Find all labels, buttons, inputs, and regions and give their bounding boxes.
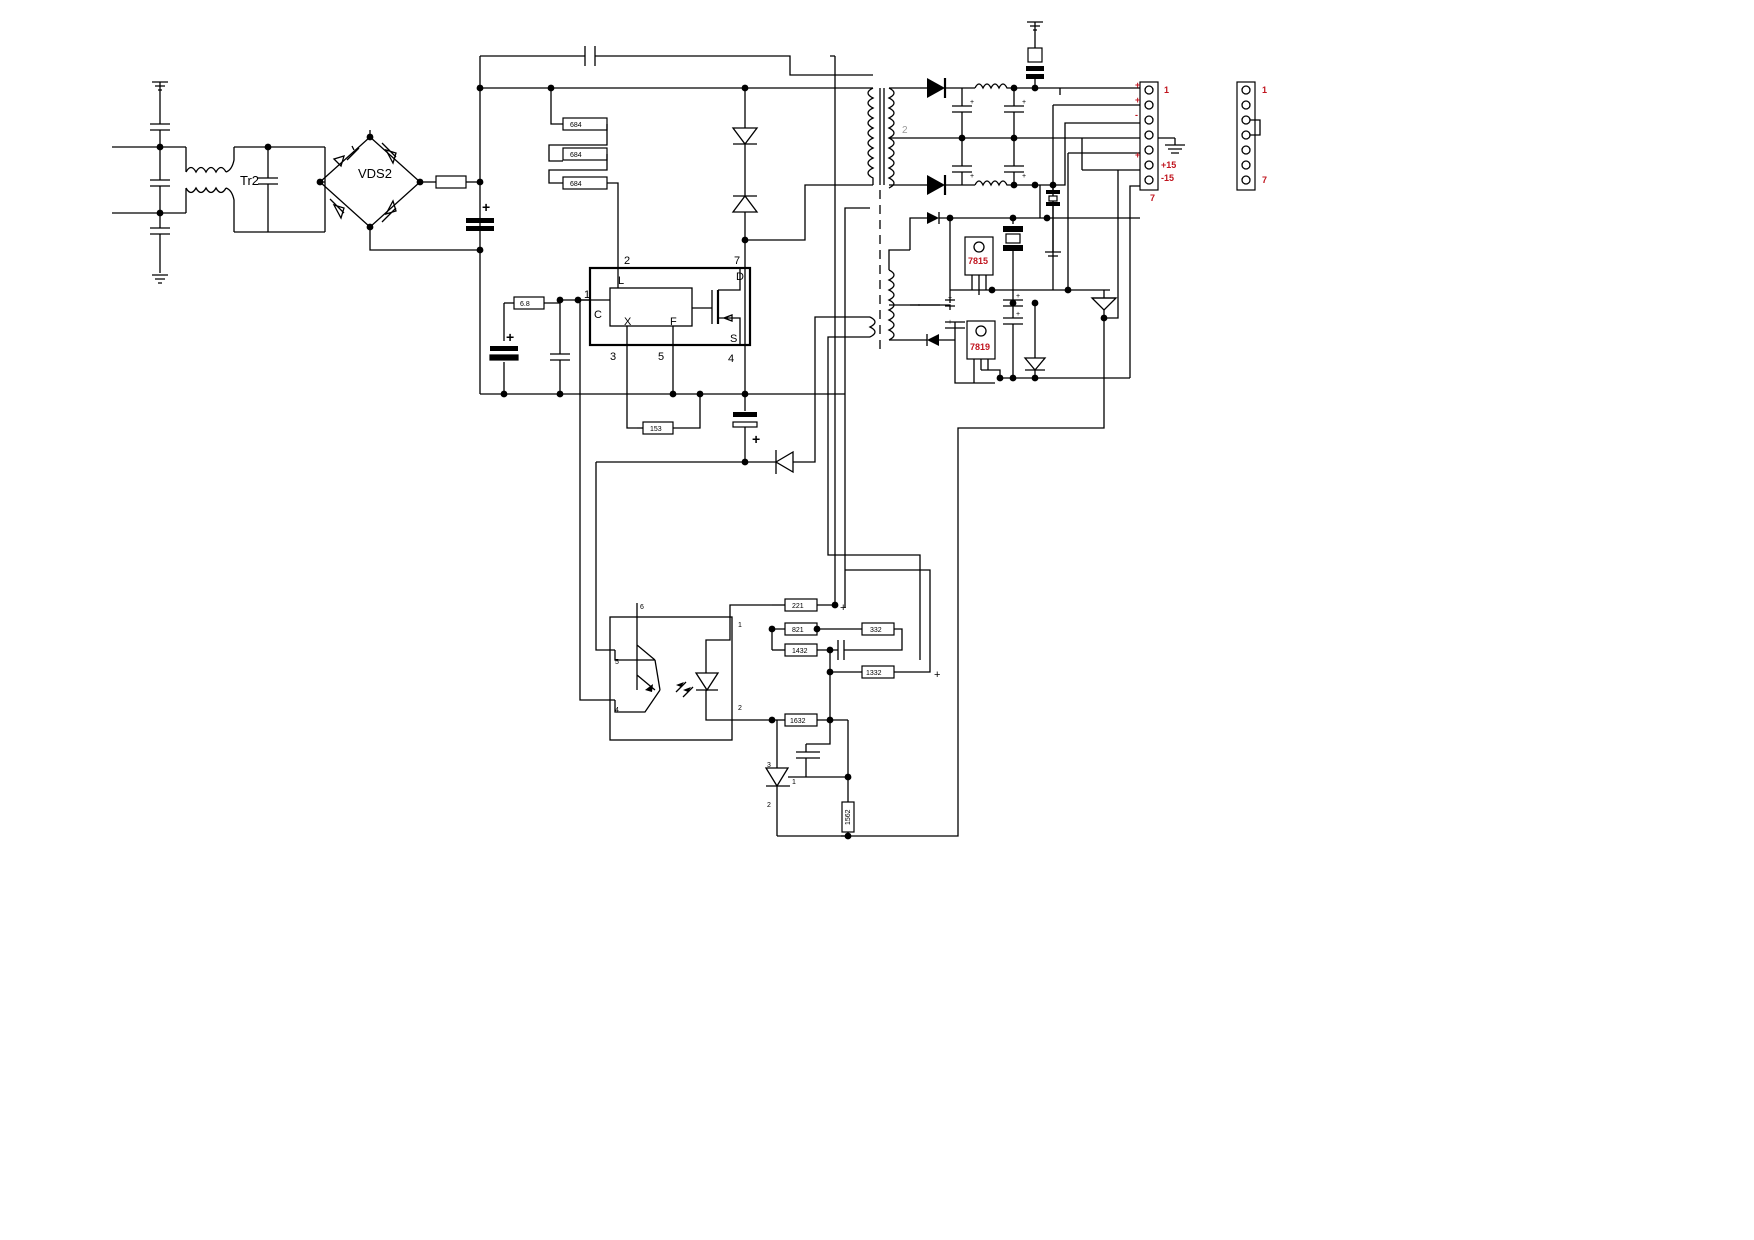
svg-text:332: 332 bbox=[870, 627, 882, 634]
svg-text:+: + bbox=[1135, 95, 1140, 105]
svg-text:3: 3 bbox=[610, 351, 616, 363]
regulator-7815 bbox=[964, 236, 994, 276]
svg-text:1: 1 bbox=[1164, 85, 1169, 95]
optocoupler: 6 5 4 1 2 bbox=[609, 603, 772, 741]
controller-ic: 2 L 1 C X F 7 D S 3 5 4 bbox=[584, 255, 752, 429]
input-filter: Tr2 bbox=[112, 81, 325, 284]
svg-text:2: 2 bbox=[902, 125, 908, 136]
svg-text:1: 1 bbox=[1262, 85, 1267, 95]
svg-text:+: + bbox=[1022, 99, 1026, 106]
svg-text:7819: 7819 bbox=[970, 342, 990, 352]
svg-text:+: + bbox=[1135, 150, 1140, 160]
bridge-rectifier: VDS2 bbox=[316, 130, 480, 251]
svg-text:F: F bbox=[670, 316, 677, 328]
svg-text:1: 1 bbox=[584, 289, 590, 301]
svg-text:1562: 1562 bbox=[845, 809, 852, 825]
svg-text:1: 1 bbox=[792, 779, 796, 786]
svg-text:4: 4 bbox=[615, 707, 619, 714]
regulators: 7815 + + 7819 + + bbox=[841, 88, 1140, 837]
svg-text:2: 2 bbox=[624, 255, 630, 267]
svg-text:5: 5 bbox=[615, 659, 619, 666]
svg-text:4: 4 bbox=[728, 353, 734, 365]
feedback-network: 221 + 821 332 1432 1332 + 1632 bbox=[764, 55, 940, 840]
svg-text:+: + bbox=[752, 431, 760, 447]
ic-package bbox=[588, 266, 752, 347]
aux-connector: 1 7 bbox=[1236, 81, 1267, 191]
svg-text:+: + bbox=[1016, 293, 1020, 300]
svg-text:7: 7 bbox=[734, 255, 740, 267]
svg-text:X: X bbox=[624, 316, 632, 328]
svg-text:+: + bbox=[948, 319, 952, 326]
svg-text:684: 684 bbox=[570, 122, 582, 129]
svg-text:C: C bbox=[594, 309, 602, 321]
svg-text:6: 6 bbox=[640, 604, 644, 611]
svg-text:+15: +15 bbox=[1161, 160, 1176, 170]
svg-text:L: L bbox=[618, 275, 624, 287]
output-connector: + + - + 1 +15 -15 7 bbox=[1135, 80, 1176, 203]
hv-bus: + bbox=[466, 46, 873, 394]
svg-text:1632: 1632 bbox=[790, 718, 806, 725]
svg-text:S: S bbox=[730, 333, 737, 345]
svg-text:153: 153 bbox=[650, 426, 662, 433]
svg-text:684: 684 bbox=[570, 181, 582, 188]
svg-text:+: + bbox=[1016, 311, 1020, 318]
svg-text:684: 684 bbox=[570, 152, 582, 159]
svg-text:+: + bbox=[948, 295, 952, 302]
svg-text:3: 3 bbox=[767, 762, 771, 769]
svg-text:+: + bbox=[482, 199, 490, 215]
svg-text:+: + bbox=[970, 173, 974, 180]
svg-text:-15: -15 bbox=[1161, 173, 1174, 183]
svg-text:6.8: 6.8 bbox=[520, 301, 530, 308]
svg-text:+: + bbox=[1022, 173, 1026, 180]
svg-text:1332: 1332 bbox=[866, 670, 882, 677]
svg-text:5: 5 bbox=[658, 351, 664, 363]
svg-text:+: + bbox=[970, 99, 974, 106]
svg-text:2: 2 bbox=[767, 802, 771, 809]
bias-supply: + bbox=[579, 300, 870, 701]
input-resistor bbox=[435, 175, 467, 189]
startup-resistors: 684 684 684 bbox=[548, 88, 619, 268]
svg-text:+: + bbox=[934, 669, 940, 681]
svg-text:221: 221 bbox=[792, 603, 804, 610]
svg-text:2: 2 bbox=[738, 705, 742, 712]
svg-text:821: 821 bbox=[792, 627, 804, 634]
svg-text:7: 7 bbox=[1262, 175, 1267, 185]
svg-text:D: D bbox=[736, 271, 744, 283]
svg-text:+: + bbox=[506, 329, 514, 345]
svg-text:1: 1 bbox=[738, 622, 742, 629]
svg-text:+: + bbox=[840, 602, 846, 614]
bridge-label: VDS2 bbox=[358, 166, 392, 181]
main-transformer: 2 bbox=[827, 87, 921, 660]
output-rectifiers: + + + + bbox=[920, 21, 1185, 195]
svg-text:1432: 1432 bbox=[792, 648, 808, 655]
regulator-7819 bbox=[966, 320, 996, 360]
svg-text:+: + bbox=[1135, 80, 1140, 90]
svg-text:7815: 7815 bbox=[968, 256, 988, 266]
primary-ground: + 6.8 153 bbox=[480, 296, 845, 435]
transformer-label: Tr2 bbox=[240, 173, 259, 188]
snubber-diodes bbox=[731, 88, 873, 394]
svg-text:7: 7 bbox=[1150, 193, 1155, 203]
svg-text:-: - bbox=[1135, 110, 1138, 120]
